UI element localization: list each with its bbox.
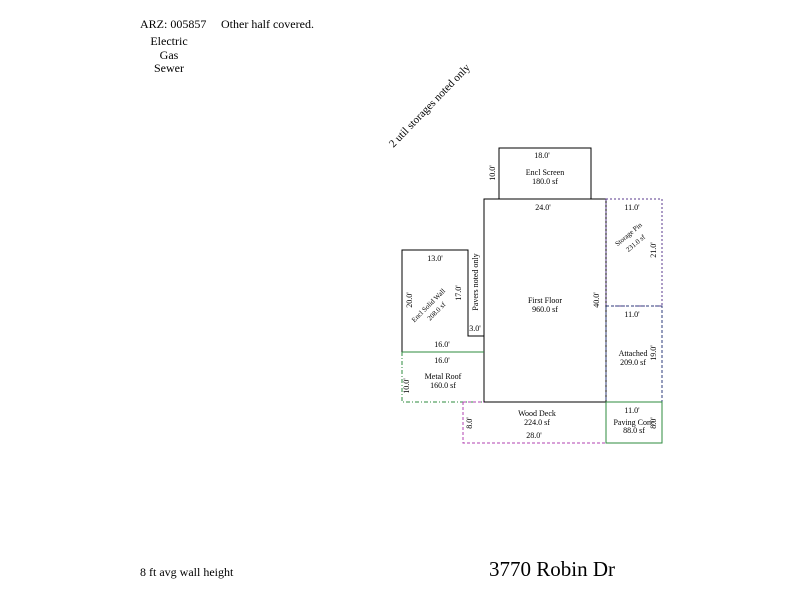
wood-deck-depth: 8.0' (465, 417, 474, 429)
encl-solid-wall-notch: 3.0' (469, 324, 481, 333)
paving-conc-depth: 8.0' (649, 417, 658, 429)
metal-roof-area-value: 160.0 sf (430, 381, 456, 390)
first-floor-depth: 40.0' (592, 292, 601, 308)
arz-number: ARZ: 005857 (140, 17, 207, 31)
utility-sewer: Sewer (154, 61, 184, 75)
header-note: Other half covered. (221, 17, 314, 31)
metal-roof-label: Metal Roof (425, 372, 462, 381)
encl-screen-width: 18.0' (534, 151, 550, 160)
encl-screen-depth: 10.0' (488, 165, 497, 181)
encl-screen-label: Encl Screen (526, 168, 564, 177)
metal-roof-depth: 10.0' (402, 378, 411, 394)
wood-deck-width: 28.0' (526, 431, 542, 440)
encl-solid-wall-width: 13.0' (427, 254, 443, 263)
utility-gas: Gas (159, 48, 179, 62)
storage-pin-depth: 21.0' (649, 242, 658, 258)
util-storage-annotation: 2 util storages noted only (387, 61, 473, 150)
attached-label: Attached (619, 349, 648, 358)
wood-deck-area-value: 224.0 sf (524, 418, 550, 427)
encl-screen-area-value: 180.0 sf (532, 177, 558, 186)
utility-electric: Electric (150, 34, 188, 48)
attached-area-value: 209.0 sf (620, 358, 646, 367)
property-address: 3770 Robin Dr (489, 557, 615, 581)
attached-width: 11.0' (624, 310, 640, 319)
wall-height-note: 8 ft avg wall height (140, 565, 234, 579)
encl-solid-wall-bottom-width: 16.0' (434, 340, 450, 349)
encl-solid-wall-depth: 20.0' (405, 292, 414, 308)
storage-pin-area (605, 198, 663, 307)
wood-deck-area (462, 402, 606, 444)
first-floor-label: First Floor (528, 296, 562, 305)
storage-pin-width: 11.0' (624, 203, 640, 212)
metal-roof-width: 16.0' (434, 356, 450, 365)
paving-conc-area-value: 88.0 sf (623, 426, 645, 435)
pavers-note: Pavers noted only (471, 253, 480, 310)
first-floor-area-value: 960.0 sf (532, 305, 558, 314)
paving-conc-width: 11.0' (624, 406, 640, 415)
paving-conc-area (605, 401, 663, 444)
first-floor-width: 24.0' (535, 203, 551, 212)
wood-deck-label: Wood Deck (518, 409, 556, 418)
attached-depth: 19.0' (649, 345, 658, 361)
encl-solid-wall-inner-depth: 17.0' (454, 285, 463, 301)
paving-conc-label: Paving Conc (613, 418, 655, 427)
